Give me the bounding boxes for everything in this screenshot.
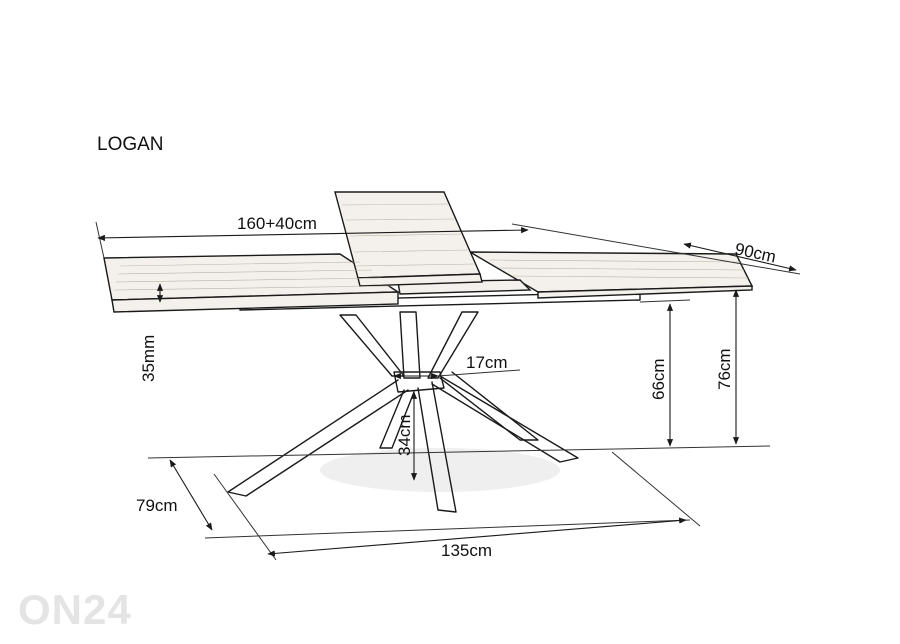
dim-length-line bbox=[97, 227, 529, 241]
dim-height-under-label: 66cm bbox=[649, 358, 668, 400]
floor-shadow bbox=[320, 448, 560, 492]
product-title: LOGAN bbox=[97, 134, 164, 155]
dim-crossing-width-label: 17cm bbox=[466, 353, 508, 372]
dim-base-width-label: 79cm bbox=[136, 496, 178, 515]
table-top bbox=[103, 191, 754, 313]
dim-thickness-label: 35mm bbox=[139, 335, 158, 382]
dim-width-line bbox=[683, 242, 797, 272]
watermark-logo: ON24 bbox=[18, 586, 132, 633]
dim-height-total-label: 76cm bbox=[715, 348, 734, 390]
dim-crossing-height-label: 34cm bbox=[395, 414, 414, 456]
dim-base-length-line bbox=[267, 517, 687, 557]
dim-length-label: 160+40cm bbox=[237, 214, 317, 233]
dim-base-width-line bbox=[169, 459, 213, 531]
dim-base-length-label: 135cm bbox=[441, 541, 492, 560]
